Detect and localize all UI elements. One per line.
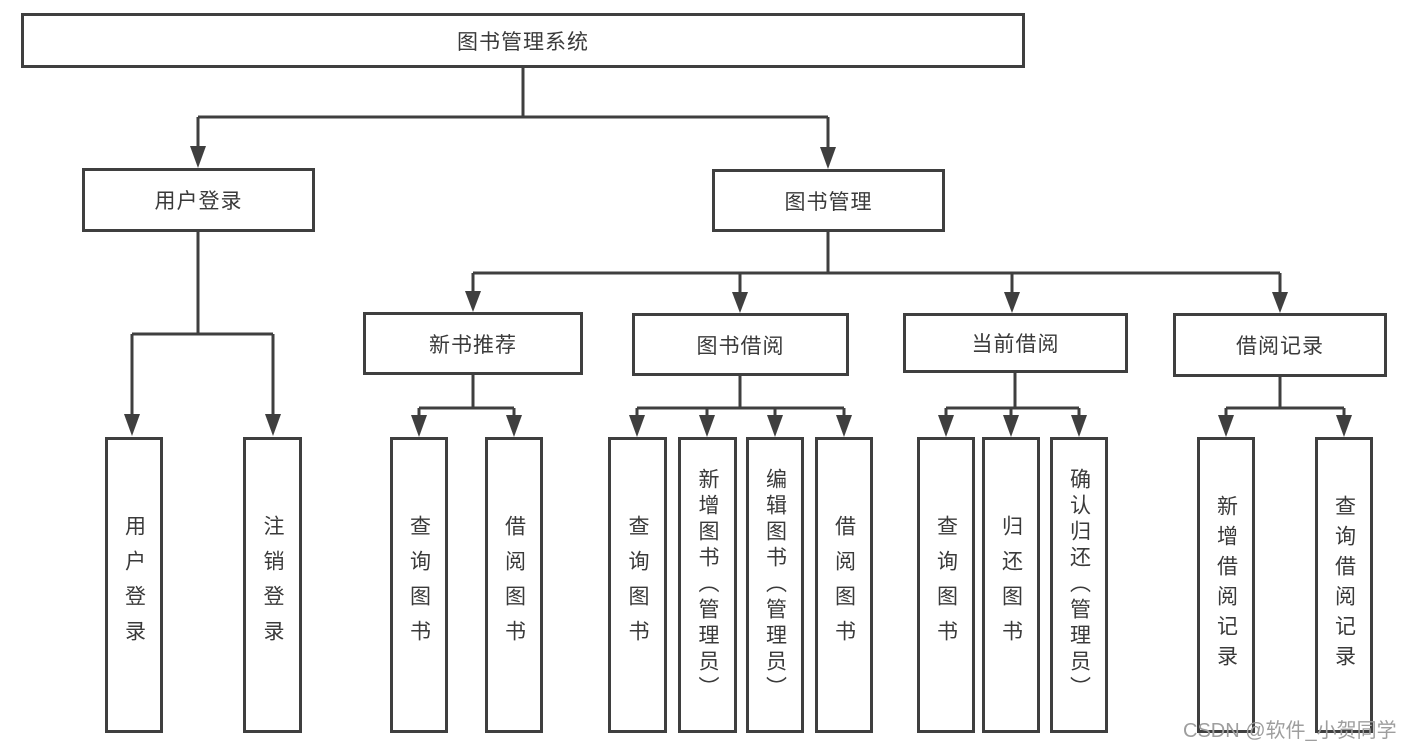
leaf-confirm-return-admin: 确认归还（管理员）: [1050, 437, 1108, 733]
node-label: 借阅图书: [832, 515, 856, 655]
node-label: 注销登录: [261, 515, 284, 655]
leaf-query-books-current: 查询图书: [917, 437, 975, 733]
node-label: 归还图书: [999, 515, 1023, 655]
node-label: 新增借阅记录: [1214, 495, 1238, 675]
node-label: 图书借阅: [696, 334, 785, 358]
node-library-management-system: 图书管理系统: [21, 13, 1025, 68]
leaf-query-books-newbooks: 查询图书: [390, 437, 448, 733]
node-label: 查询图书: [626, 515, 649, 655]
node-current-borrow: 当前借阅: [903, 313, 1128, 373]
node-label: 当前借阅: [971, 333, 1060, 356]
node-label: 查询图书: [407, 515, 431, 655]
node-label: 编辑图书（管理员）: [763, 468, 787, 702]
leaf-borrow-books: 借阅图书: [815, 437, 873, 733]
leaf-edit-books-admin: 编辑图书（管理员）: [746, 437, 804, 733]
node-label: 查询借阅记录: [1332, 495, 1356, 675]
leaf-return-books: 归还图书: [982, 437, 1040, 733]
node-label: 确认归还（管理员）: [1067, 468, 1091, 702]
node-label: 新增图书（管理员）: [696, 468, 719, 702]
leaf-add-borrow-record: 新增借阅记录: [1197, 437, 1255, 733]
node-label: 借阅记录: [1236, 335, 1324, 358]
node-borrow-records: 借阅记录: [1173, 313, 1387, 377]
node-book-borrow: 图书借阅: [632, 313, 849, 376]
node-label: 新书推荐: [429, 333, 517, 357]
leaf-query-borrow-record: 查询借阅记录: [1315, 437, 1373, 733]
node-label: 用户登录: [122, 515, 146, 655]
node-label: 图书管理系统: [457, 30, 589, 54]
leaf-borrow-books-newbooks: 借阅图书: [485, 437, 543, 733]
leaf-query-books-borrow: 查询图书: [608, 437, 667, 733]
node-label: 图书管理: [784, 190, 873, 214]
node-user-login: 用户登录: [82, 168, 315, 232]
csdn-watermark: CSDN @软件_小贺同学: [1183, 720, 1397, 742]
leaf-add-books-admin: 新增图书（管理员）: [678, 437, 737, 733]
leaf-logout: 注销登录: [243, 437, 302, 733]
node-label: 查询图书: [934, 515, 958, 655]
node-label: 借阅图书: [502, 515, 526, 655]
node-book-management: 图书管理: [712, 169, 945, 232]
node-new-book-recommend: 新书推荐: [363, 312, 583, 375]
node-label: 用户登录: [154, 190, 243, 213]
leaf-user-login: 用户登录: [105, 437, 163, 733]
